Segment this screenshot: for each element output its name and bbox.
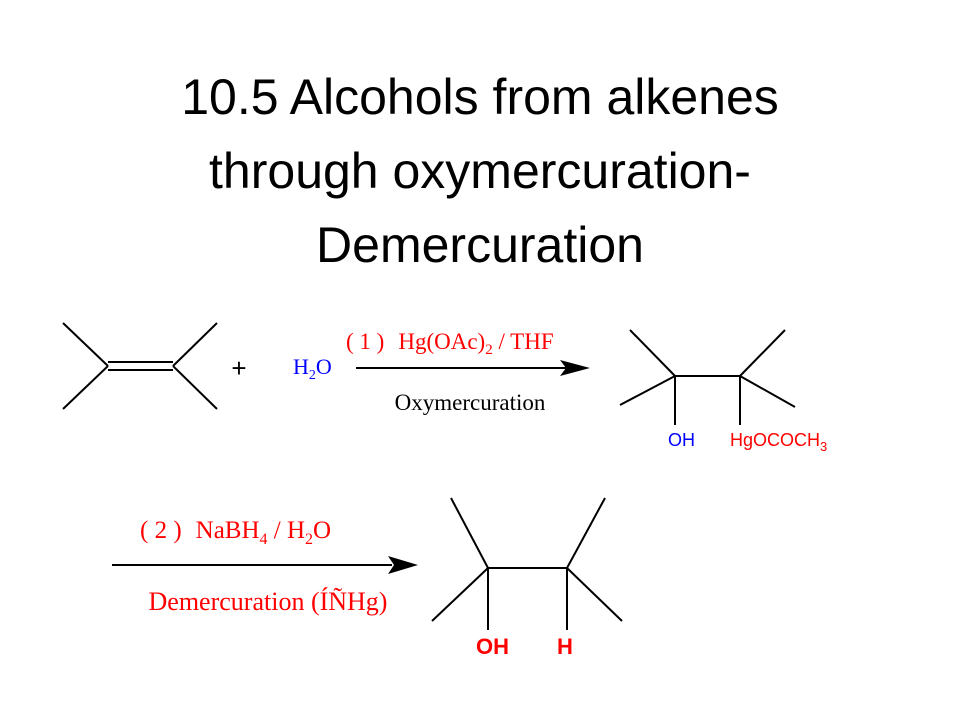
step2-arrow <box>112 556 418 574</box>
slide-title: 10.5 Alcohols from alkenes through oxyme… <box>0 60 960 282</box>
title-line-3: Demercuration <box>316 217 644 273</box>
plus-sign: + <box>231 353 246 383</box>
step1-reagent: ( 1 )Hg(OAc)2 / THF <box>346 329 554 358</box>
water-reagent: H2O <box>293 354 332 383</box>
product-h-label: H <box>557 634 573 659</box>
alkene-structure <box>62 322 218 410</box>
title-line-1: 10.5 Alcohols from alkenes <box>181 69 779 125</box>
step2-label: Demercuration (ÍÑHg) <box>149 587 388 616</box>
step1-label: Oxymercuration <box>395 390 546 415</box>
step1-arrow <box>356 360 590 376</box>
product-oh-label: OH <box>476 634 509 659</box>
product-structure <box>431 497 623 630</box>
intermediate-hg-label: HgOCOCH3 <box>730 430 827 454</box>
intermediate-structure <box>619 329 796 425</box>
title-line-2: through oxymercuration- <box>209 143 751 199</box>
step2-reagent: ( 2 )NaBH4 / H2O <box>140 517 331 548</box>
intermediate-oh-label: OH <box>668 430 695 450</box>
